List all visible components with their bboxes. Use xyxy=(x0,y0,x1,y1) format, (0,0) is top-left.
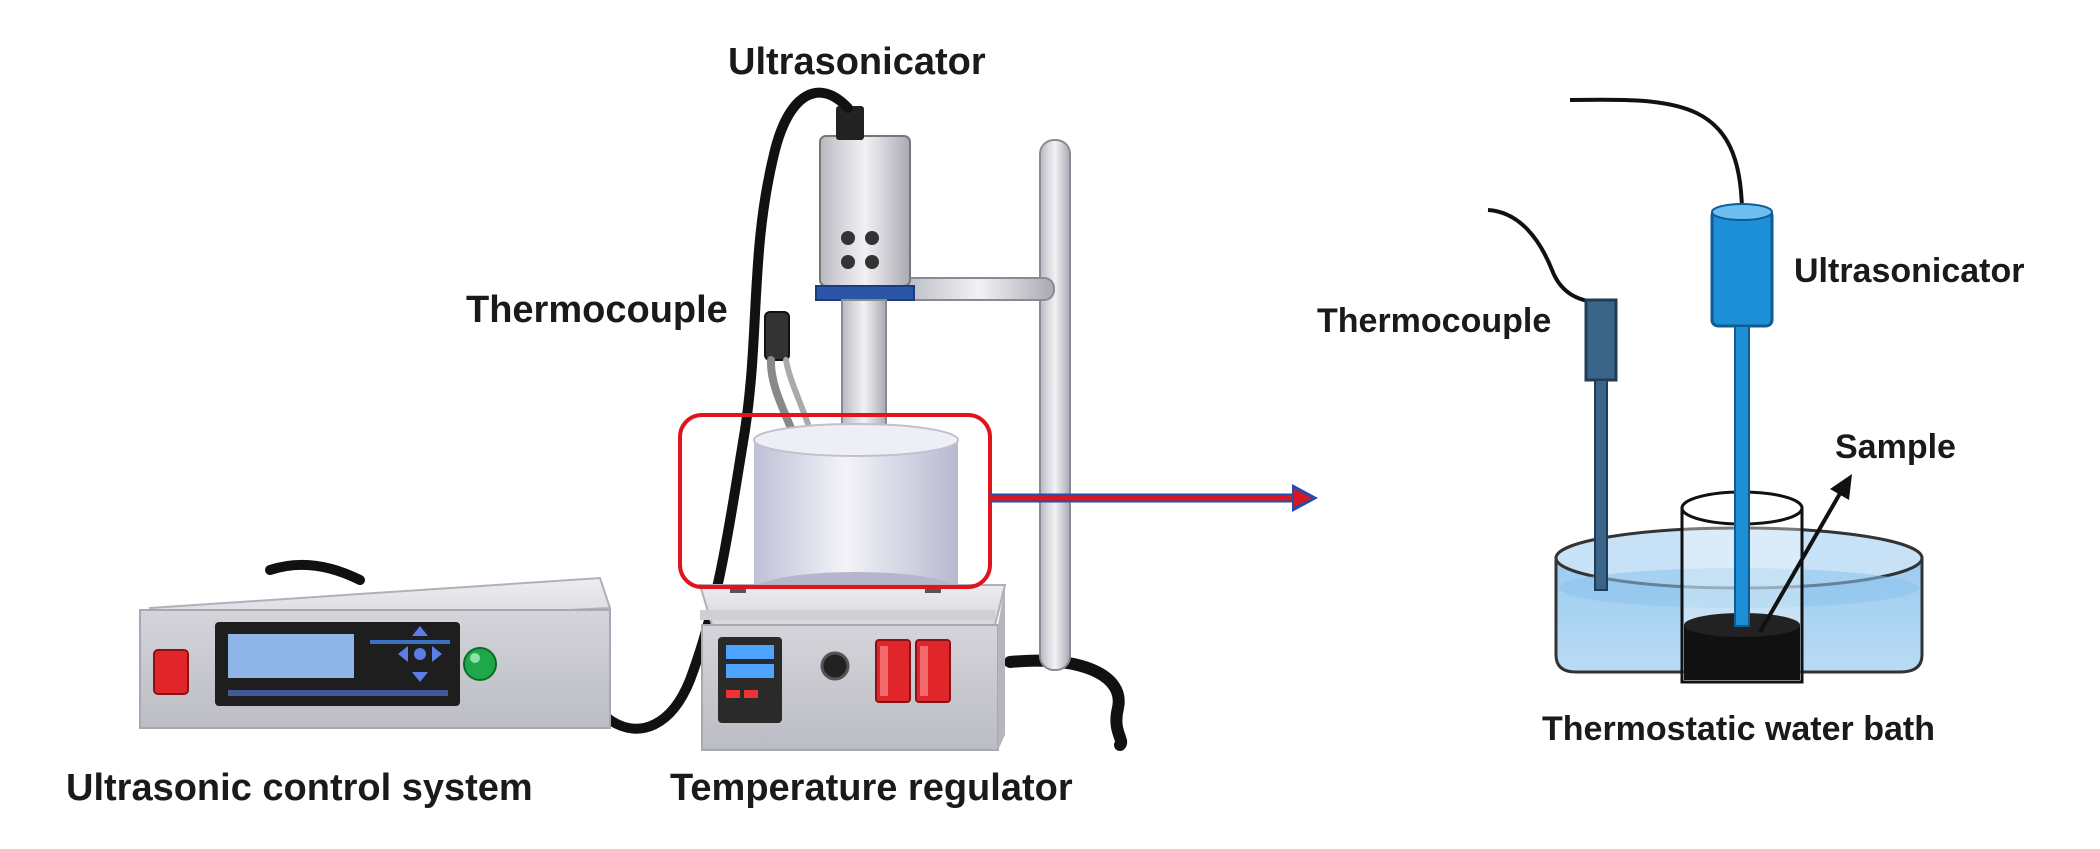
ultrasonic-control-device xyxy=(139,559,612,729)
thermocouple-probe-right xyxy=(1584,298,1618,591)
dpad-keypad-icon xyxy=(398,626,442,682)
label-temperature-regulator: Temperature regulator xyxy=(670,767,1073,809)
clamp-arm xyxy=(901,277,1055,301)
label-ultrasonicator-left: Ultrasonicator xyxy=(728,41,986,83)
ultrasonicator-cable-right xyxy=(1569,97,1744,211)
label-sample: Sample xyxy=(1835,428,1956,466)
ultrasonicator-probe-left xyxy=(815,106,915,456)
power-switch-icon xyxy=(153,649,189,695)
sample-pointer-arrow xyxy=(1758,474,1852,634)
stand-rod xyxy=(1039,139,1071,671)
temperature-regulator-device xyxy=(698,584,1007,751)
label-ultrasonicator-right: Ultrasonicator xyxy=(1794,252,2025,290)
label-thermocouple-right: Thermocouple xyxy=(1317,302,1551,340)
ultrasonicator-probe-right xyxy=(1710,203,1774,627)
knob-icon xyxy=(820,651,850,681)
thermocouple-cable-right xyxy=(1487,208,1605,305)
label-thermostatic-water-bath: Thermostatic water bath xyxy=(1542,710,1935,748)
stand-cable xyxy=(1004,654,1128,751)
label-thermocouple-left: Thermocouple xyxy=(466,289,728,331)
indicator-light-icon xyxy=(463,647,497,681)
beaker-vessel-left xyxy=(753,423,959,608)
label-ultrasonic-control-system: Ultrasonic control system xyxy=(66,767,533,809)
arrow-to-detail xyxy=(990,484,1318,512)
